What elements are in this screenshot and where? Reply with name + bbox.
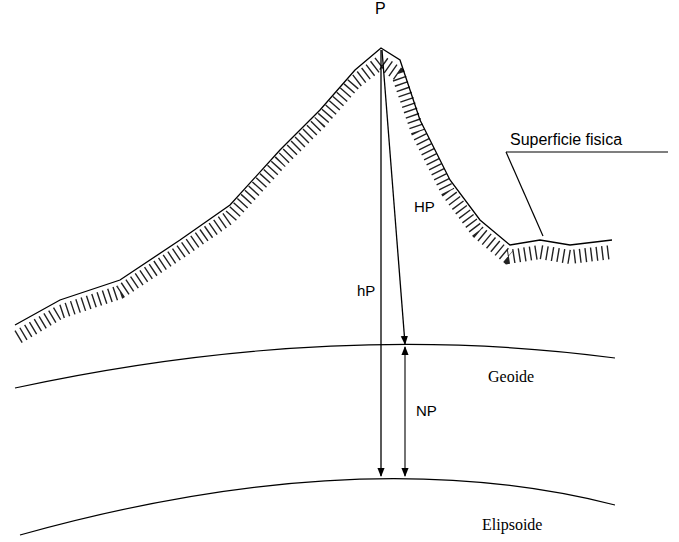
surface-label: Elipsoide [482,516,542,534]
height-label: NP [416,402,437,419]
label-underline [506,151,668,152]
physical-surface [15,48,612,325]
geoid-undulation-arrow [404,347,405,476]
height-label: hP [357,282,375,299]
surface-label: Superficie fisica [510,131,622,149]
point-label: P [375,0,386,18]
ellipsoidal-height-arrow [380,50,381,476]
geoid-curve [15,344,615,388]
terrain-hatching [18,62,612,337]
ellipsoid-curve [20,479,615,535]
height-label: HP [414,198,435,215]
leader-line [506,152,543,236]
orthometric-height-arrow [382,50,405,344]
surface-label: Geoide [488,368,534,386]
